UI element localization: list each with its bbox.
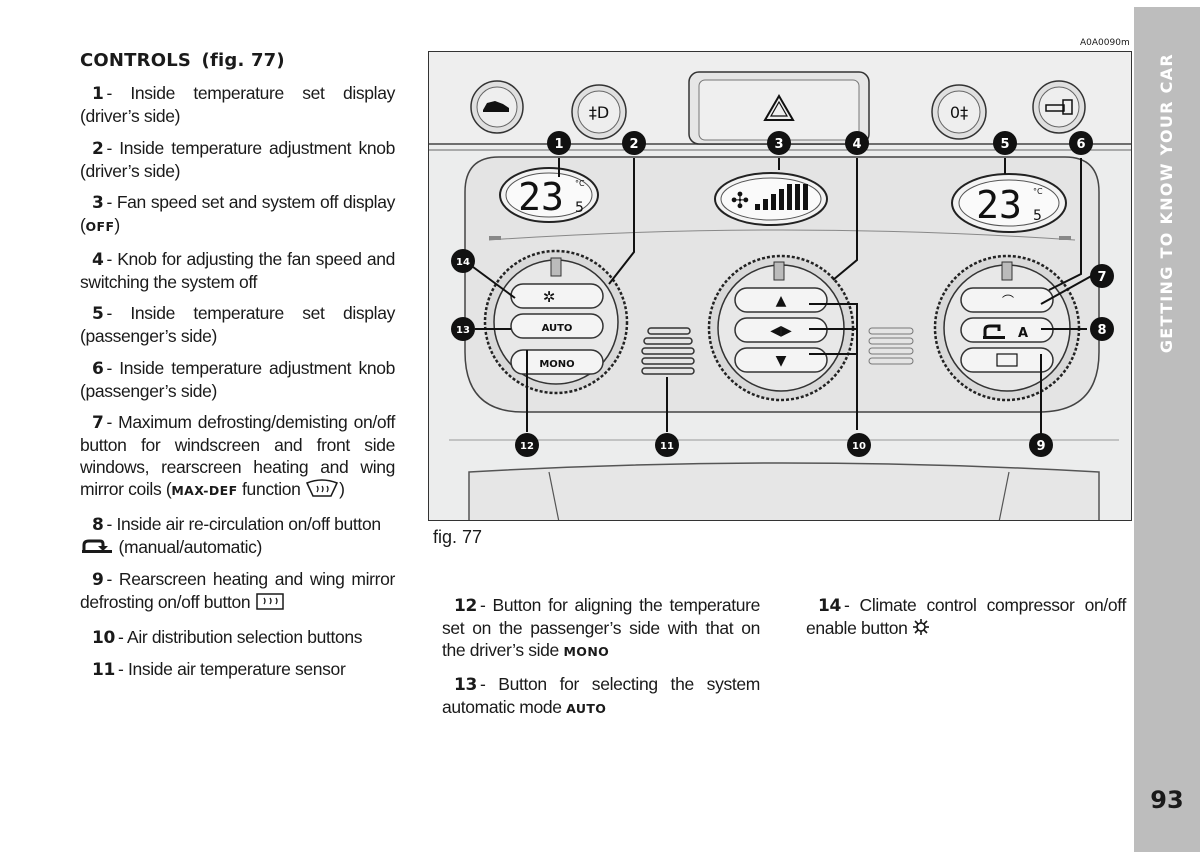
svg-text:13: 13 [456, 325, 470, 336]
svg-text:‡D: ‡D [589, 103, 609, 122]
callout-1: 1 [547, 131, 571, 155]
svg-text:7: 7 [1097, 270, 1106, 285]
svg-text:A: A [1018, 326, 1028, 341]
callout-lines [468, 158, 1096, 434]
driver-temp-value: 23 [518, 175, 564, 219]
keyword-auto: AUTO [566, 700, 607, 716]
page-number: 93 [1150, 786, 1184, 814]
svg-text:°C: °C [1033, 187, 1043, 196]
passenger-temp-display: 23 °C 5 [951, 173, 1067, 233]
svg-text:▼: ▼ [776, 353, 787, 369]
figure-caption: fig. 77 [433, 527, 483, 547]
fan-speed-display: ✣ [714, 172, 828, 226]
svg-text:5: 5 [575, 200, 584, 216]
keyword-max-def: MAX-DEF [171, 483, 238, 499]
boot-release-button [470, 80, 524, 134]
rear-defrost-icon [255, 591, 285, 616]
svg-text:2: 2 [629, 137, 638, 152]
item-14: 14- Climate control compressor on/off en… [806, 594, 1126, 641]
svg-text:11: 11 [660, 441, 674, 452]
chapter-side-tab [1134, 7, 1200, 852]
svg-text:14: 14 [456, 257, 470, 268]
heading-fig-ref: (fig. 77) [201, 50, 285, 71]
callout-3: 3 [767, 131, 791, 155]
svg-text:5: 5 [1000, 137, 1009, 152]
item-13: 13- Button for selecting the system auto… [442, 673, 760, 717]
svg-text:⌒: ⌒ [1002, 294, 1014, 308]
left-column: 1- Inside temperature set display (drive… [80, 82, 395, 691]
right-column: 14- Climate control compressor on/off en… [806, 594, 1126, 650]
callout-11: 11 [655, 433, 679, 457]
item-5: 5- Inside temperature set display (passe… [80, 303, 395, 346]
fan-speed-knob: ▲ ◀▶ ▼ [707, 254, 855, 402]
item-6: 6- Inside temperature adjustment knob (p… [80, 357, 395, 401]
svg-text:AUTO: AUTO [542, 323, 573, 334]
air-temp-sensor [641, 327, 914, 375]
item-2: 2- Inside temperature adjustment knob (d… [80, 137, 395, 181]
callout-12: 12 [515, 433, 539, 457]
passenger-temp-knob: ⌒ A [933, 254, 1081, 402]
callout-2: 2 [622, 131, 646, 155]
key-button [1032, 80, 1086, 134]
svg-text:6: 6 [1076, 137, 1085, 152]
svg-text:5: 5 [1033, 208, 1042, 224]
item-8: 8- Inside air re-circulation on/off butt… [80, 513, 395, 559]
item-7: 7- Maximum defrosting/demisting on/off b… [80, 411, 395, 503]
windscreen-defrost-icon [305, 478, 339, 503]
keyword-off: OFF [85, 219, 115, 234]
svg-text:1: 1 [554, 137, 563, 152]
rear-fog-button: ‡D [571, 84, 627, 140]
svg-text:▲: ▲ [776, 293, 787, 309]
driver-temp-knob: ✲ AUTO MONO [483, 249, 629, 395]
figure-code: A0A0090m [1080, 38, 1130, 48]
svg-text:✣: ✣ [731, 189, 749, 214]
callout-6: 6 [1069, 131, 1093, 155]
callout-13: 13 [451, 317, 475, 341]
passenger-temp-value: 23 [976, 183, 1022, 227]
svg-text:9: 9 [1036, 439, 1045, 454]
climate-control-figure: ‡D 0‡ 23 °C 5 [428, 51, 1132, 521]
heading-title: CONTROLS [80, 50, 192, 71]
hazard-button [688, 71, 870, 145]
item-9: 9- Rearscreen heating and wing mirror de… [80, 568, 395, 616]
svg-text:3: 3 [774, 137, 783, 152]
keyword-mono: MONO [563, 644, 610, 659]
callout-8: 8 [1090, 317, 1114, 341]
front-fog-button: 0‡ [931, 84, 987, 140]
item-4: 4- Knob for adjusting the fan speed and … [80, 248, 395, 292]
svg-text:4: 4 [852, 137, 861, 152]
middle-column: 12- Button for aligning the temperature … [442, 594, 760, 729]
svg-text:12: 12 [520, 441, 534, 452]
callout-10: 10 [847, 433, 871, 457]
svg-text:10: 10 [852, 441, 866, 452]
item-12: 12- Button for aligning the temperature … [442, 595, 760, 660]
chapter-title: GETTING TO KNOW YOUR CAR [1156, 52, 1176, 354]
svg-text:✲: ✲ [543, 288, 556, 306]
callout-14: 14 [451, 249, 475, 273]
driver-temp-display: 23 °C 5 [499, 167, 599, 223]
svg-text:°C: °C [575, 179, 585, 188]
svg-text:8: 8 [1097, 323, 1106, 338]
svg-text:MONO: MONO [539, 359, 574, 370]
item-3: 3- Fan speed set and system off display … [80, 192, 395, 235]
svg-text:◀▶: ◀▶ [770, 323, 792, 339]
svg-text:0‡: 0‡ [950, 103, 968, 122]
callout-4: 4 [845, 131, 869, 155]
item-10: 10- Air distribution selection buttons [92, 626, 363, 648]
callout-9: 9 [1029, 433, 1053, 457]
section-heading: CONTROLS (fig. 77) [80, 50, 285, 71]
callout-7: 7 [1090, 264, 1114, 288]
compressor-snowflake-icon [912, 618, 930, 641]
item-1: 1- Inside temperature set display (drive… [80, 83, 395, 126]
callout-5: 5 [993, 131, 1017, 155]
recirculation-icon [80, 537, 114, 559]
item-11: 11- Inside air temperature sensor [92, 659, 346, 681]
